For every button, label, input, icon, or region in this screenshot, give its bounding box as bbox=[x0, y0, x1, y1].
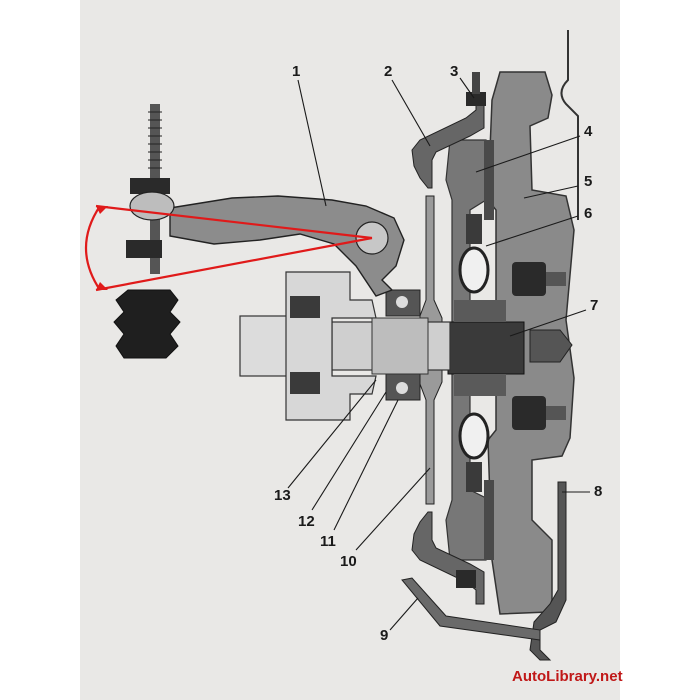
disc-hub-flange-upper bbox=[454, 300, 506, 322]
callout-2: 2 bbox=[384, 63, 392, 80]
callout-9: 9 bbox=[380, 627, 388, 644]
rod-boot bbox=[113, 289, 181, 359]
leader-5 bbox=[523, 185, 579, 199]
leader-7 bbox=[509, 309, 587, 337]
leader-13 bbox=[287, 379, 377, 489]
gearbox-bearing-upper bbox=[290, 296, 320, 318]
annotation-arc bbox=[84, 205, 101, 291]
lower-cover-plate bbox=[401, 577, 541, 641]
watermark-text: AutoLibrary.net bbox=[512, 668, 623, 685]
lock-nut bbox=[130, 178, 170, 194]
annotation-line-lower bbox=[95, 236, 373, 292]
callout-1: 1 bbox=[292, 63, 300, 80]
friction-lining-lower bbox=[484, 480, 494, 560]
callout-4: 4 bbox=[584, 123, 593, 140]
rod-nut-lower bbox=[126, 240, 162, 258]
friction-lining-upper bbox=[484, 140, 494, 220]
callout-3: 3 bbox=[450, 63, 458, 80]
housing-cover bbox=[529, 481, 567, 661]
cover-bolt bbox=[466, 72, 486, 106]
callout-7: 7 bbox=[590, 297, 598, 314]
callout-11: 11 bbox=[320, 533, 336, 550]
leader-9 bbox=[389, 597, 419, 631]
leader-4 bbox=[475, 135, 581, 173]
annotation-line-upper bbox=[95, 204, 373, 240]
damper-spring-lower bbox=[458, 412, 490, 492]
damper-spring-upper bbox=[458, 214, 490, 294]
flywheel-bolt-upper bbox=[512, 262, 566, 296]
red-annotation bbox=[84, 204, 373, 292]
leader-2 bbox=[391, 79, 431, 147]
disc-hub-flange-lower bbox=[454, 374, 506, 396]
leader-10 bbox=[355, 467, 431, 551]
spherical-washer bbox=[129, 191, 175, 221]
callout-8: 8 bbox=[594, 483, 602, 500]
callout-12: 12 bbox=[298, 513, 315, 530]
release-bearing-lower bbox=[385, 373, 421, 401]
callout-5: 5 bbox=[584, 173, 592, 190]
callout-13: 13 bbox=[274, 487, 291, 504]
callout-10: 10 bbox=[340, 553, 357, 570]
annotation-arrow-top bbox=[96, 206, 108, 214]
crankshaft-spigot bbox=[529, 329, 573, 363]
leader-12 bbox=[311, 391, 387, 511]
clutch-cover bbox=[411, 95, 485, 189]
rod-threads bbox=[148, 111, 162, 169]
leader-1 bbox=[297, 79, 327, 207]
leader-6 bbox=[485, 215, 579, 247]
annotation-arrow-bottom bbox=[96, 282, 108, 290]
disc-hub bbox=[447, 321, 525, 375]
release-sleeve bbox=[371, 317, 429, 375]
leader-3 bbox=[459, 77, 475, 99]
callout-6: 6 bbox=[584, 205, 592, 222]
clutch-housing-wall bbox=[560, 30, 579, 220]
flywheel-bolt-lower bbox=[512, 396, 566, 430]
release-bearing-upper bbox=[385, 289, 421, 317]
gearbox-bearing-lower bbox=[290, 372, 320, 394]
cover-bolt-lower bbox=[456, 570, 476, 588]
leader-11 bbox=[333, 399, 399, 531]
